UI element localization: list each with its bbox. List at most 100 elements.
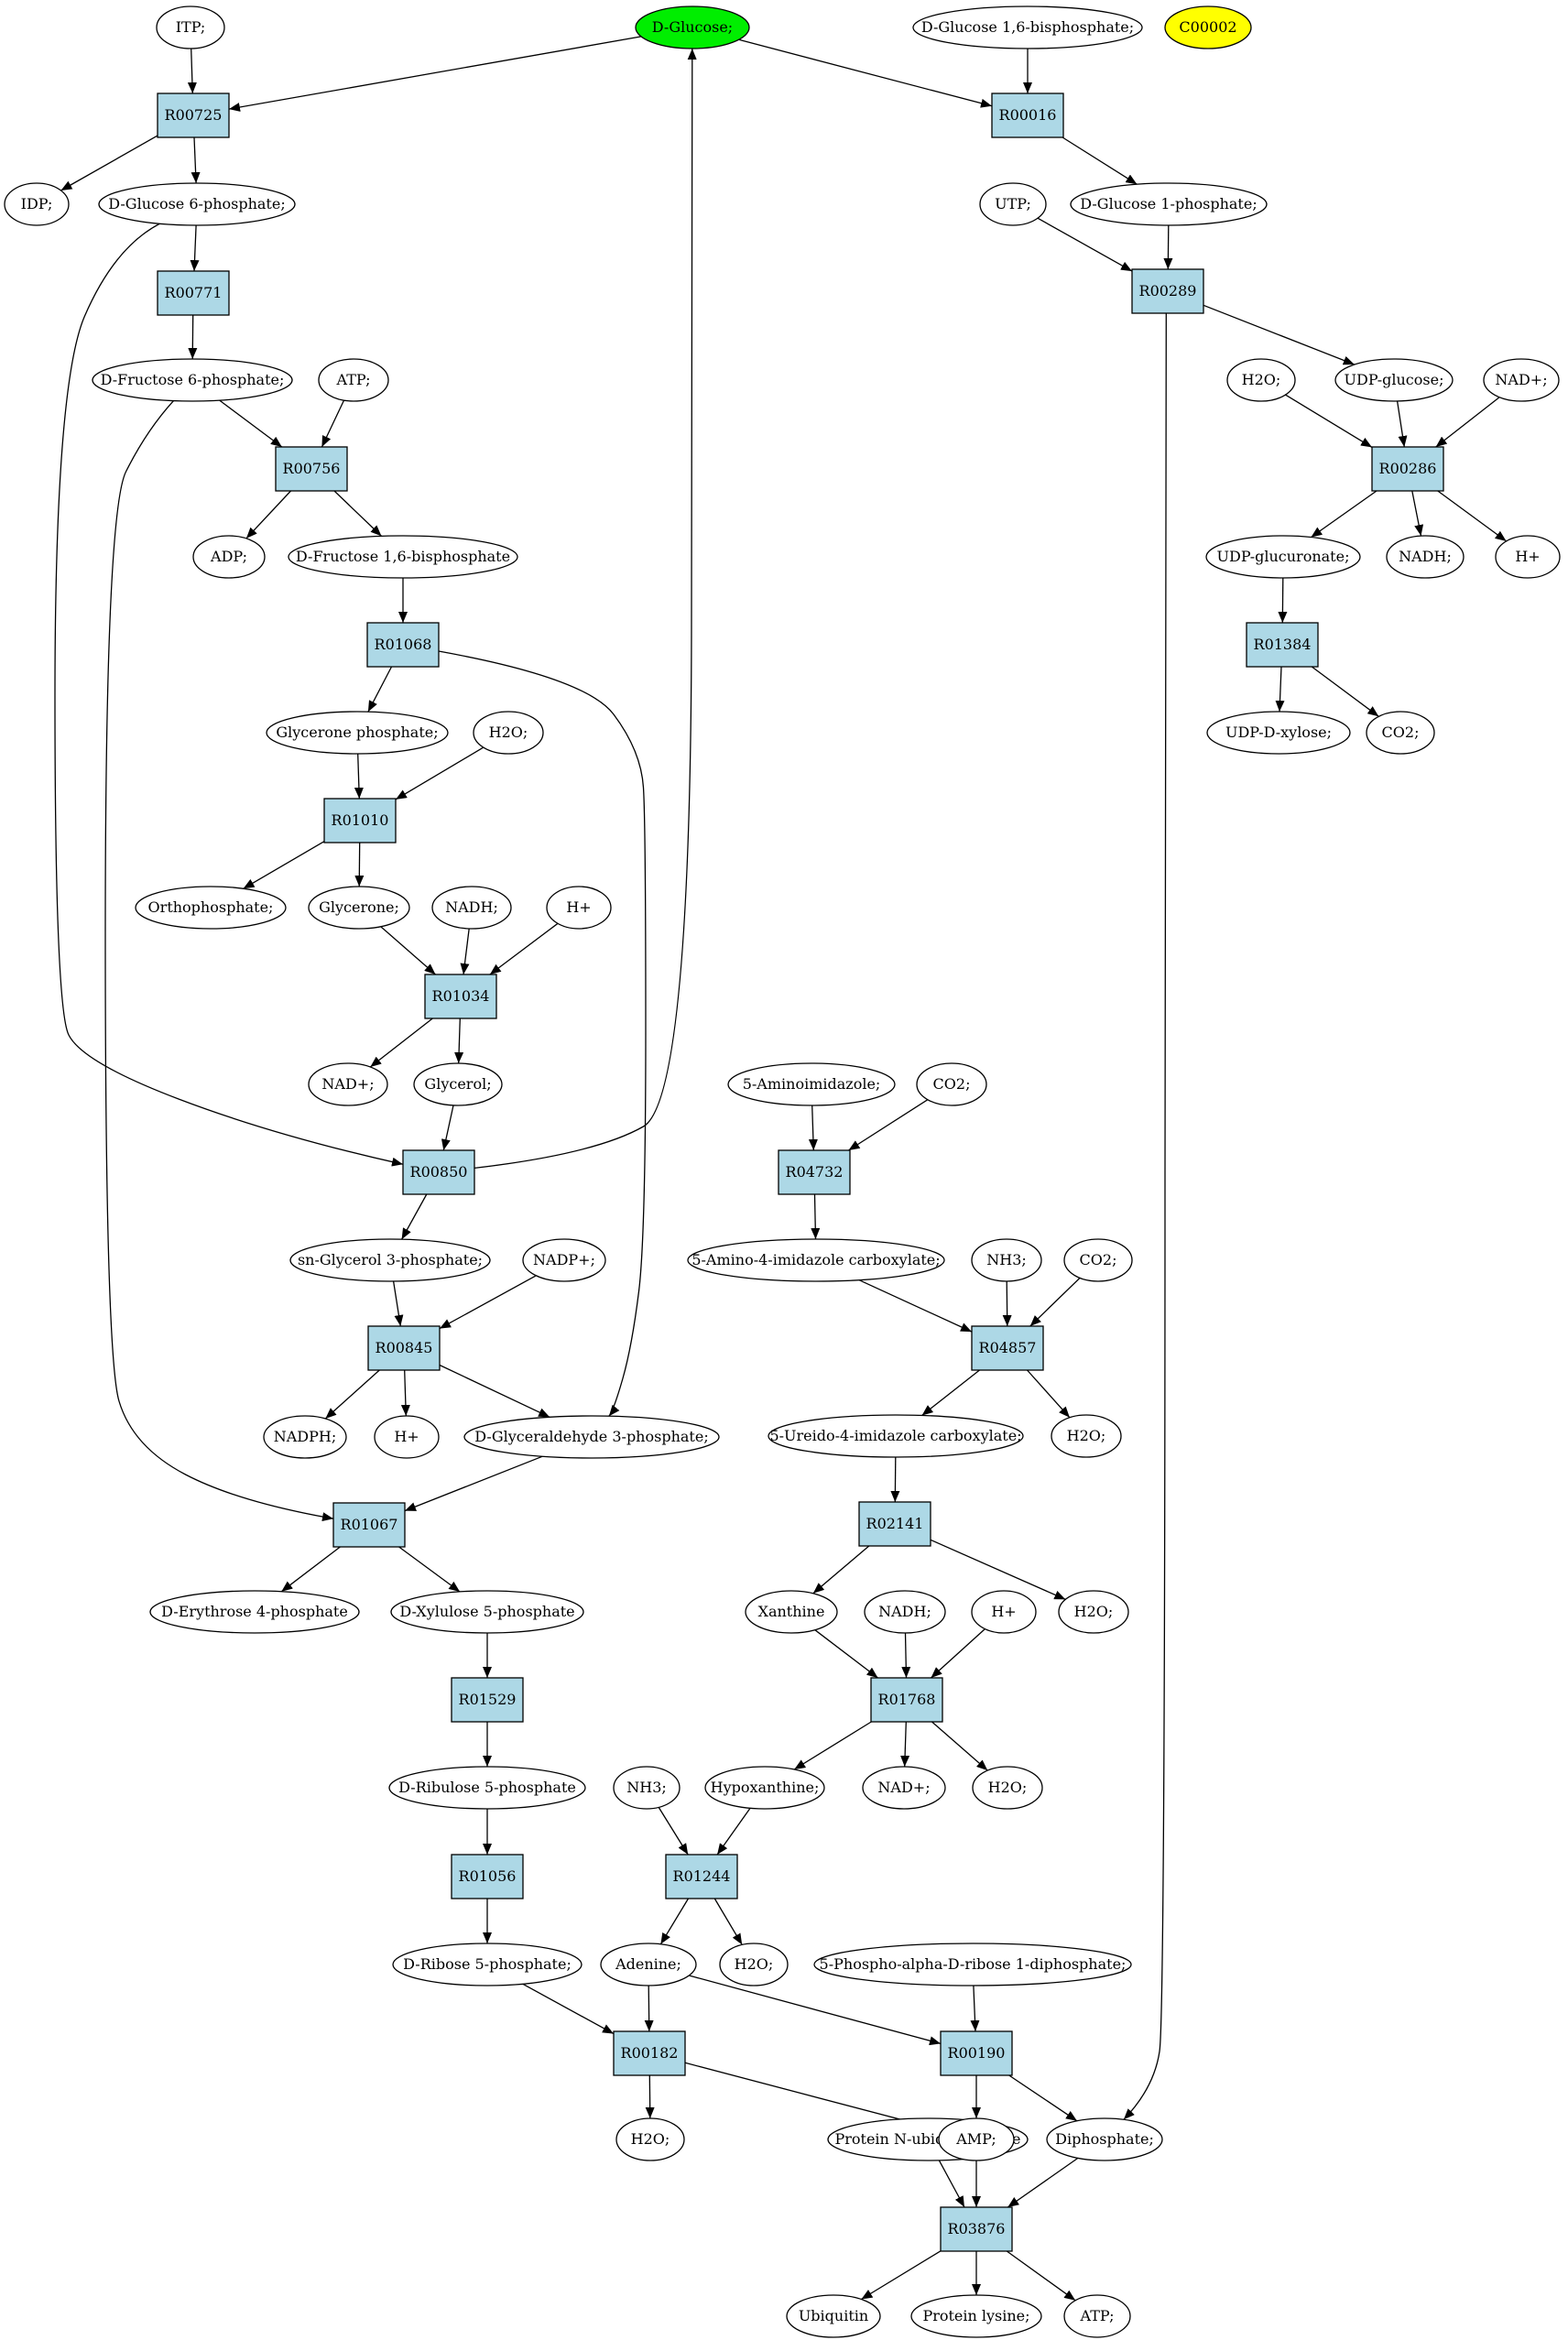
compound-node: Orthophosphate; [135,886,287,930]
edge-arrow [439,1275,537,1330]
compound-node: sn-Glycerol 3-phosphate; [289,1238,491,1282]
reaction-node: R00771 [157,270,230,316]
compound-label: ATP; [1080,2307,1115,2324]
edge-arrow [1275,666,1285,713]
compound-ellipse [149,1590,360,1634]
edge-arrow [54,223,404,1167]
reaction-label: R00182 [621,2044,679,2062]
compound-ellipse [135,886,287,930]
compound-node: 5-Amino-4-imidazole carboxylate; [687,1238,945,1282]
reaction-label: R01068 [375,636,432,653]
edge-arrow [1435,397,1500,448]
edge-arrow [1411,490,1424,537]
compound-ellipse [613,1766,681,1810]
edge-arrow [921,1369,980,1417]
compound-ellipse [318,358,389,402]
reaction-label: R01384 [1254,636,1312,653]
compound-ellipse [473,711,544,755]
compound-node: UDP-D-xylose; [1206,711,1351,755]
compound-ellipse [192,535,266,579]
reaction-label: R00850 [410,1163,468,1181]
compound-ellipse [786,2294,881,2338]
compound-node: H2O; [719,1943,789,1986]
compound-ellipse [1226,358,1296,402]
edge-arrow [812,1545,870,1594]
edge-arrow [814,1629,878,1679]
compound-label: NAD+; [1495,371,1547,388]
compound-ellipse [98,182,296,226]
compound-label: CO2; [1080,1251,1117,1268]
compound-label: 5-Aminoimidazole; [743,1075,881,1093]
compound-node: Glycerone phosphate; [266,711,449,755]
compound-node: NADP+; [522,1238,606,1282]
compound-ellipse [719,1943,789,1986]
compound-node: NH3; [613,1766,681,1810]
compound-ellipse [1483,358,1560,402]
edge-arrow [1311,490,1377,539]
compound-ellipse [910,2294,1042,2338]
reaction-box [940,2030,1013,2076]
reaction-label: R00286 [1379,460,1437,477]
edge-arrow [970,1985,980,2032]
compound-node: UDP-glucuronate; [1205,535,1361,579]
reaction-node: R02141 [858,1501,931,1547]
edge-arrow [400,1369,410,1417]
compound-node: D-Glucose 1-phosphate; [1070,182,1268,226]
compound-label: UDP-D-xylose; [1225,724,1332,741]
compound-label: C00002 [1179,18,1236,36]
compound-node: D-Ribose 5-phosphate; [392,1943,583,1986]
compound-label: Diphosphate; [1055,2130,1154,2148]
compound-label: D-Glucose; [652,18,733,36]
compound-label: NADH; [445,898,498,916]
compound-ellipse [1070,182,1268,226]
compound-ellipse [1058,1590,1129,1634]
compound-label: Protein lysine; [922,2307,1029,2324]
compound-ellipse [546,886,612,930]
compound-ellipse [1205,535,1361,579]
edge-arrow [460,928,470,975]
reaction-label: R03876 [948,2220,1006,2237]
compound-node: H2O; [615,2117,685,2161]
compound-node: 5-Aminoimidazole; [727,1062,896,1106]
compound-ellipse [4,182,70,226]
reaction-node: R01034 [424,974,497,1019]
reaction-box [332,1502,406,1548]
edge-arrow [713,1898,743,1945]
reaction-box [1246,622,1319,668]
compound-ellipse [687,1238,945,1282]
reaction-label: R00845 [376,1339,433,1356]
edge-arrow [658,1807,689,1856]
edge-arrow [392,1280,404,1327]
compound-ellipse [1334,358,1454,402]
reaction-label: R01529 [459,1691,517,1708]
reaction-box [870,1677,943,1723]
edge-arrow [1123,312,1167,2120]
compound-node: Protein lysine; [910,2294,1042,2338]
compound-ellipse [971,1590,1037,1634]
edge-arrow [689,1975,942,2046]
compound-node: NAD+; [308,1062,388,1106]
compound-ellipse [704,1766,825,1810]
compound-node: Ubiquitin [786,2294,881,2338]
compound-ellipse [1051,1414,1122,1458]
compound-label: ATP; [336,371,371,388]
compound-ellipse [92,358,293,402]
edge-arrow [245,490,291,539]
compound-label: Xanthine [758,1603,825,1620]
reaction-box [451,1854,524,1899]
compound-ellipse [916,1062,987,1106]
edge-arrow [243,841,325,889]
edge-arrow [439,1364,550,1418]
compound-ellipse [768,1414,1024,1458]
compound-ellipse [727,1062,896,1106]
compound-ellipse [1206,711,1351,755]
compound-label: Adenine; [615,1955,681,1973]
reaction-box [367,1325,441,1371]
compound-node: D-Glyceraldehyde 3-phosphate; [463,1415,720,1459]
edge-arrow [1203,304,1356,365]
edge-arrow [188,314,198,360]
reaction-node: R01067 [332,1502,406,1548]
reaction-label: R00016 [999,106,1057,124]
compound-ellipse [1164,5,1252,49]
reaction-node: R00182 [613,2030,686,2076]
